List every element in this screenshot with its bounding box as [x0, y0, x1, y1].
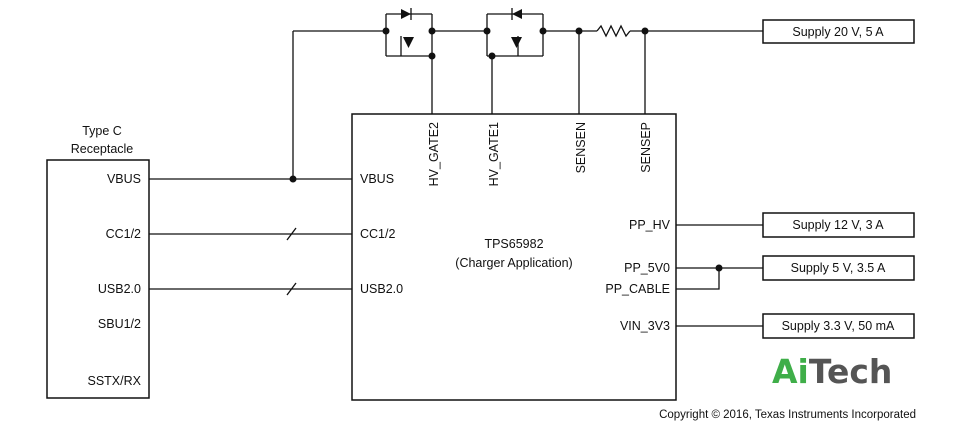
fet2-arrow-icon: [403, 37, 414, 48]
receptacle-pin-cc: CC1/2: [106, 227, 141, 241]
supply-5v-label: Supply 5 V, 3.5 A: [791, 261, 886, 275]
ic-pin-sensep: SENSEP: [639, 122, 653, 173]
sense-resistor: [596, 24, 631, 38]
junction-fet2-left: [382, 27, 390, 35]
ic-pin-vin-3v3: VIN_3V3: [620, 319, 670, 333]
copyright-notice: Copyright © 2016, Texas Instruments Inco…: [659, 409, 916, 421]
ic-pin-vbus: VBUS: [360, 172, 394, 186]
mosfet-1: [511, 8, 522, 56]
ic-box: [351, 113, 677, 401]
supply-3v3-label: Supply 3.3 V, 50 mA: [782, 319, 895, 333]
fet2-diode-icon: [401, 9, 411, 19]
receptacle-pin-vbus: VBUS: [107, 172, 141, 186]
receptacle-title-line1: Type C: [82, 124, 122, 138]
receptacle-pin-usb2: USB2.0: [98, 282, 141, 296]
junction-fet1-right: [539, 27, 547, 35]
ic-name: TPS65982: [484, 237, 543, 251]
junction-dots: [289, 27, 723, 272]
receptacle-pin-sbu: SBU1/2: [98, 317, 141, 331]
supply-20v-label: Supply 20 V, 5 A: [792, 25, 884, 39]
logo-part-ai: Ai: [772, 352, 809, 391]
bus-slash-usb2: [286, 282, 297, 296]
junction-vbus: [289, 175, 297, 183]
tps65982-ic: TPS65982 (Charger Application) VBUS CC1/…: [351, 113, 677, 401]
bus-slash-cc: [286, 227, 297, 241]
fet1-arrow-icon: [511, 37, 522, 48]
supply-boxes: Supply 20 V, 5 A Supply 12 V, 3 A Supply…: [762, 19, 915, 339]
ic-pin-pp-hv: PP_HV: [629, 218, 671, 232]
wire-pp-cable: [676, 268, 720, 290]
junction-sensen: [575, 27, 583, 35]
mosfet-2: [400, 8, 414, 56]
supply-20v-box: [762, 19, 915, 44]
ic-pin-pp-cable: PP_CABLE: [605, 282, 670, 296]
receptacle-pin-sstx: SSTX/RX: [88, 374, 142, 388]
junction-sensep: [641, 27, 649, 35]
junction-hv-gate2: [428, 52, 436, 60]
type-c-receptacle: Type C Receptacle VBUS CC1/2 USB2.0 SBU1…: [46, 124, 150, 399]
ic-subtitle: (Charger Application): [455, 256, 572, 270]
ic-pin-pp-5v0: PP_5V0: [624, 261, 670, 275]
aitech-logo: AiTech: [772, 352, 892, 391]
junction-fet2-right: [428, 27, 436, 35]
junction-hv-gate1: [488, 52, 496, 60]
fet1-diode-icon: [512, 9, 522, 19]
junction-pp-5v0: [715, 264, 723, 272]
ic-pin-hv-gate2: HV_GATE2: [427, 122, 441, 186]
ic-pin-hv-gate1: HV_GATE1: [487, 122, 501, 186]
supply-3v3-box: [762, 313, 915, 339]
receptacle-title-line2: Receptacle: [71, 142, 134, 156]
ic-pin-sensen: SENSEN: [574, 122, 588, 173]
supply-12v-box: [762, 212, 915, 238]
ic-pin-usb2: USB2.0: [360, 282, 403, 296]
ic-pin-cc: CC1/2: [360, 227, 395, 241]
logo-part-tech: Tech: [809, 352, 893, 391]
junction-fet1-left: [483, 27, 491, 35]
supply-12v-label: Supply 12 V, 3 A: [792, 218, 884, 232]
receptacle-box: [46, 159, 150, 399]
supply-5v-box: [762, 255, 915, 281]
